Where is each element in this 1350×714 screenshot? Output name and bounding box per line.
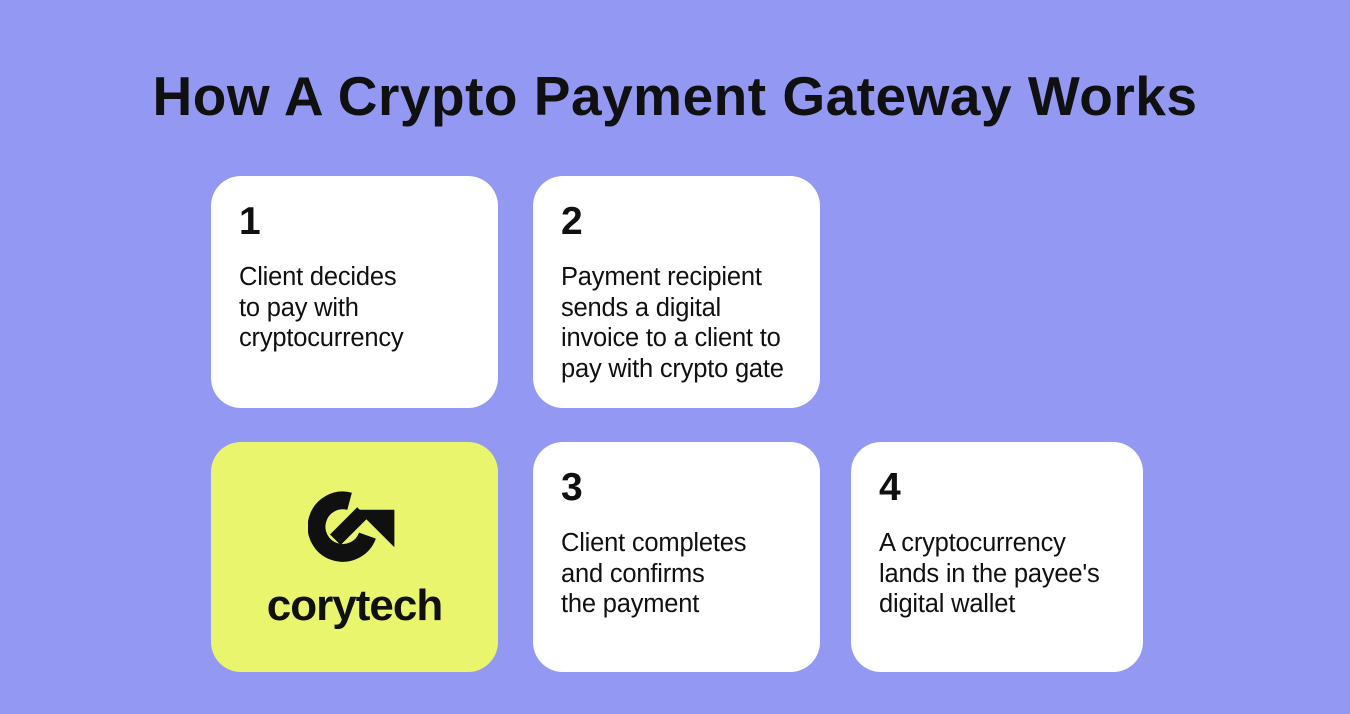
step-number: 2: [561, 200, 583, 243]
step-card-2: 2 Payment recipient sends a digital invo…: [533, 176, 820, 408]
step-number: 3: [561, 466, 583, 509]
step-text: Client completes and confirms the paymen…: [561, 529, 747, 618]
page-title: How A Crypto Payment Gateway Works: [152, 65, 1198, 127]
brand-wordmark: corytech: [266, 581, 443, 630]
step-number: 1: [239, 200, 261, 243]
step-card-1: 1 Client decides to pay with cryptocurre…: [211, 176, 498, 408]
step-card-4: 4 A cryptocurrency lands in the payee's …: [851, 442, 1143, 672]
step-card-3: 3 Client completes and confirms the paym…: [533, 442, 820, 672]
corytech-arrow-g-logo-icon: [307, 491, 394, 562]
step-text: Payment recipient sends a digital invoic…: [561, 263, 784, 383]
step-text: Client decides to pay with cryptocurrenc…: [239, 263, 404, 352]
step-number: 4: [879, 466, 901, 509]
step-text: A cryptocurrency lands in the payee's di…: [879, 529, 1100, 618]
brand-card: corytech: [211, 442, 498, 672]
